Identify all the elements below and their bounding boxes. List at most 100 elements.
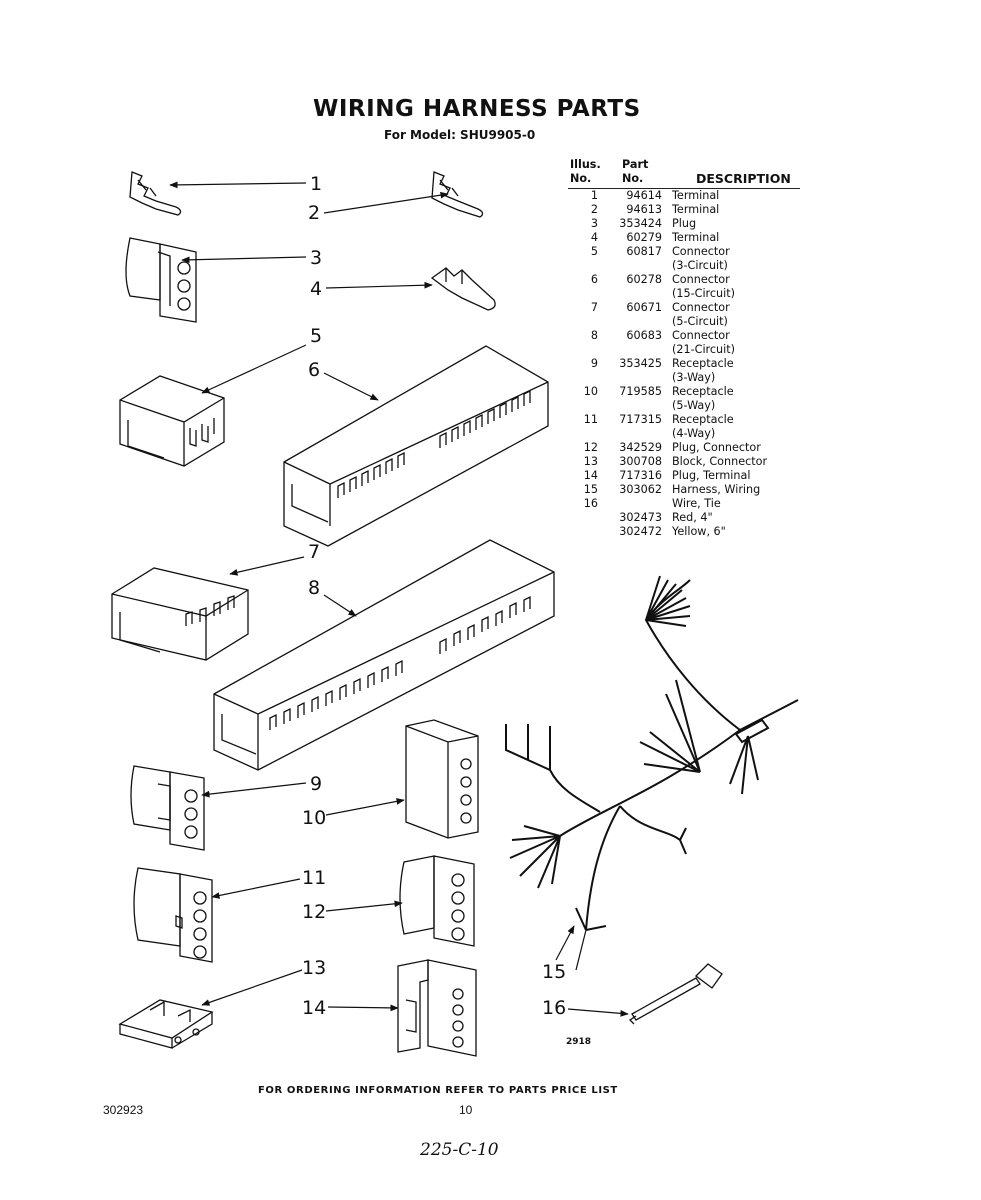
figure-code: 2918 — [566, 1037, 591, 1047]
part-no-cell: 719585 — [619, 385, 662, 398]
part-no-cell: 300708 — [619, 455, 662, 468]
part-no-cell: 60671 — [626, 301, 662, 314]
description-cell: Plug, Connector — [672, 441, 761, 454]
parts-row: 7 60671 Connector — [568, 301, 800, 315]
header-part-no: Part — [622, 158, 649, 171]
illus-no-cell: 13 — [583, 455, 598, 468]
description-cell: (4-Way) — [672, 427, 716, 440]
callout-3: 3 — [310, 247, 322, 269]
description-cell: Connector — [672, 301, 730, 314]
description-cell: Receptacle — [672, 385, 734, 398]
illus-no-cell: 11 — [583, 413, 598, 426]
header-description: DESCRIPTION — [696, 171, 791, 186]
parts-row: (3-Way) — [568, 371, 800, 385]
connector-7-drawing — [111, 567, 249, 661]
parts-row: 11 717315 Receptacle — [568, 413, 800, 427]
description-cell: (5-Circuit) — [672, 315, 728, 328]
illus-no-cell: 7 — [590, 301, 598, 314]
wire-tie-16-drawing — [628, 963, 723, 1025]
connector-8-drawing — [213, 539, 555, 771]
description-cell: Block, Connector — [672, 455, 768, 468]
part-no-cell: 717315 — [619, 413, 662, 426]
callout-8: 8 — [308, 577, 320, 599]
parts-row: (5-Circuit) — [568, 315, 800, 329]
page-title: WIRING HARNESS PARTS — [313, 96, 641, 122]
part-no-cell: 60279 — [626, 231, 662, 244]
illus-no-cell: 3 — [590, 217, 598, 230]
terminal-2-drawing — [431, 171, 484, 218]
illus-no-cell: 5 — [590, 245, 598, 258]
callout-12: 12 — [302, 901, 326, 923]
header-part-no-2: No. — [622, 172, 644, 185]
illus-no-cell: 4 — [590, 231, 598, 244]
description-cell: Yellow, 6" — [672, 525, 726, 538]
receptacle-10-drawing — [405, 719, 479, 839]
parts-row: (5-Way) — [568, 399, 800, 413]
part-no-cell: 353424 — [619, 217, 662, 230]
description-cell: Receptacle — [672, 357, 734, 370]
part-no-cell: 302472 — [619, 525, 662, 538]
illus-no-cell: 9 — [590, 357, 598, 370]
callout-14: 14 — [302, 997, 326, 1019]
callout-leader-lines — [169, 181, 629, 1017]
part-no-cell: 60278 — [626, 273, 662, 286]
description-cell: (5-Way) — [672, 399, 716, 412]
description-cell: Plug, Terminal — [672, 469, 751, 482]
header-illus-no: Illus. — [570, 158, 601, 171]
description-cell: Terminal — [672, 189, 720, 202]
description-cell: (15-Circuit) — [672, 287, 736, 300]
illus-no-cell: 16 — [583, 497, 598, 510]
callout-numbers: 1 2 3 4 5 6 7 8 9 10 11 12 13 14 15 16 2… — [302, 173, 591, 1047]
callout-7: 7 — [308, 541, 320, 563]
parts-row: (21-Circuit) — [568, 343, 800, 357]
callout-13: 13 — [302, 957, 326, 979]
part-no-cell: 342529 — [619, 441, 662, 454]
callout-5: 5 — [310, 325, 322, 347]
parts-row: 302473 Red, 4" — [568, 511, 800, 525]
part-no-cell: 303062 — [619, 483, 662, 496]
parts-row: 8 60683 Connector — [568, 329, 800, 343]
parts-row: 9 353425 Receptacle — [568, 357, 800, 371]
part-no-cell: 60683 — [626, 329, 662, 342]
callout-16: 16 — [542, 997, 566, 1019]
parts-table-header: Illus. No. Part No. DESCRIPTION — [568, 158, 800, 189]
parts-row: 10 719585 Receptacle — [568, 385, 800, 399]
callout-15: 15 — [542, 961, 566, 983]
header-illus-no-2: No. — [570, 172, 592, 185]
part-no-cell: 60817 — [626, 245, 662, 258]
illus-no-cell: 10 — [583, 385, 598, 398]
callout-6: 6 — [308, 359, 320, 381]
parts-row: 13 300708 Block, Connector — [568, 455, 800, 469]
parts-row: 302472 Yellow, 6" — [568, 525, 800, 539]
callout-1: 1 — [310, 173, 322, 195]
parts-row: (15-Circuit) — [568, 287, 800, 301]
plug-3-drawing — [125, 237, 197, 323]
connector-5-drawing — [119, 375, 225, 467]
description-cell: (3-Circuit) — [672, 259, 728, 272]
page-number: 10 — [459, 1103, 473, 1117]
description-cell: Red, 4" — [672, 511, 713, 524]
part-no-cell: 353425 — [619, 357, 662, 370]
description-cell: Connector — [672, 329, 730, 342]
wiring-harness-15-drawing — [505, 575, 799, 971]
callout-4: 4 — [310, 278, 322, 300]
callout-11: 11 — [302, 867, 326, 889]
parts-row: (4-Way) — [568, 427, 800, 441]
description-cell: (21-Circuit) — [672, 343, 736, 356]
block-13-drawing — [118, 999, 214, 1049]
terminal-4-drawing — [430, 267, 496, 311]
part-no-cell: 302473 — [619, 511, 662, 524]
connector-6-drawing — [283, 345, 549, 547]
description-cell: Receptacle — [672, 413, 734, 426]
illus-no-cell: 8 — [590, 329, 598, 342]
callout-9: 9 — [310, 773, 322, 795]
